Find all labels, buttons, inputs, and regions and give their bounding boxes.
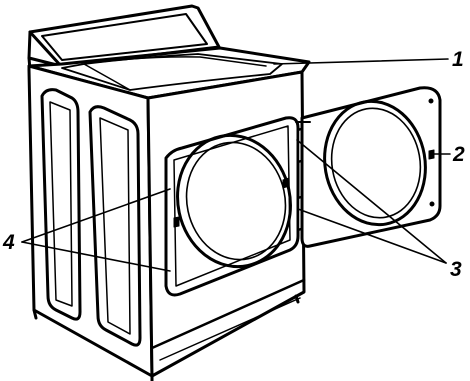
callout-label-4: 4 — [2, 231, 15, 254]
dryer-door — [296, 88, 440, 247]
callout-label-1: 1 — [452, 48, 464, 71]
callout-label-2: 2 — [452, 143, 465, 166]
callout-label-3: 3 — [450, 258, 462, 281]
